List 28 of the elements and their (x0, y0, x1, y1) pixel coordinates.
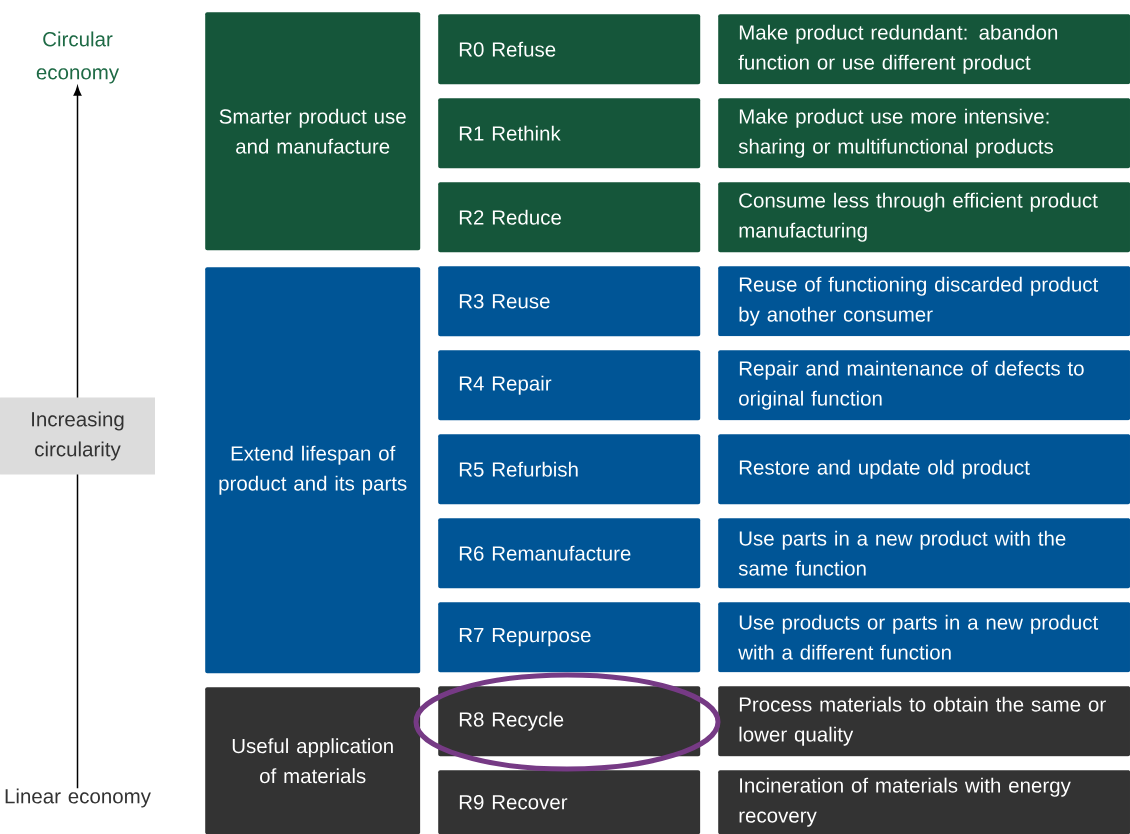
strategy-box: R0 Refuse (438, 14, 701, 85)
strategy-box: R8 Recycle (438, 686, 701, 757)
strategy-box: R4 Repair (438, 350, 701, 421)
description-box: Repair and maintenance of defects to original function (718, 350, 1130, 421)
strategy-box: R5 Refurbish (438, 434, 701, 505)
description-box: Restore and update old product (718, 434, 1130, 505)
category-box: Extend lifespan of product and its parts (205, 267, 421, 674)
economy-label: Linear economy (5, 788, 151, 808)
strategy-box: R6 Remanufacture (438, 518, 701, 589)
arrow (73, 86, 82, 789)
category-box: Smarter product use and manufacture (205, 12, 421, 251)
strategy-box: R2 Reduce (438, 182, 701, 253)
description-box: Consume less through efficient product manufacturing (718, 182, 1130, 253)
description-box: Incineration of materials with energy recovery (718, 770, 1130, 834)
node-label: R8 Recycle (459, 711, 564, 731)
economy-label: Circular economy (36, 31, 120, 84)
description-box: Make product use more intensive: sharing or multifunctional products (718, 98, 1130, 169)
description-box: Use products or parts in a new product with a different function (718, 602, 1130, 673)
strategy-box: R1 Rethink (438, 98, 701, 169)
strategy-box: R9 Recover (438, 770, 701, 834)
strategy-box: R7 Repurpose (438, 602, 701, 673)
strategy-box: R3 Reuse (438, 266, 701, 337)
category-box: Useful application of materials (205, 687, 421, 834)
description-box: Use parts in a new product with the same function (718, 518, 1130, 589)
edge-label: Increasing circularity (0, 397, 155, 475)
description-box: Make product redundant: abandon function or use different product (718, 14, 1130, 85)
description-box: Process materials to obtain the same or lower quality (718, 686, 1130, 757)
description-box: Reuse of functioning discarded product by another consumer (718, 266, 1130, 337)
